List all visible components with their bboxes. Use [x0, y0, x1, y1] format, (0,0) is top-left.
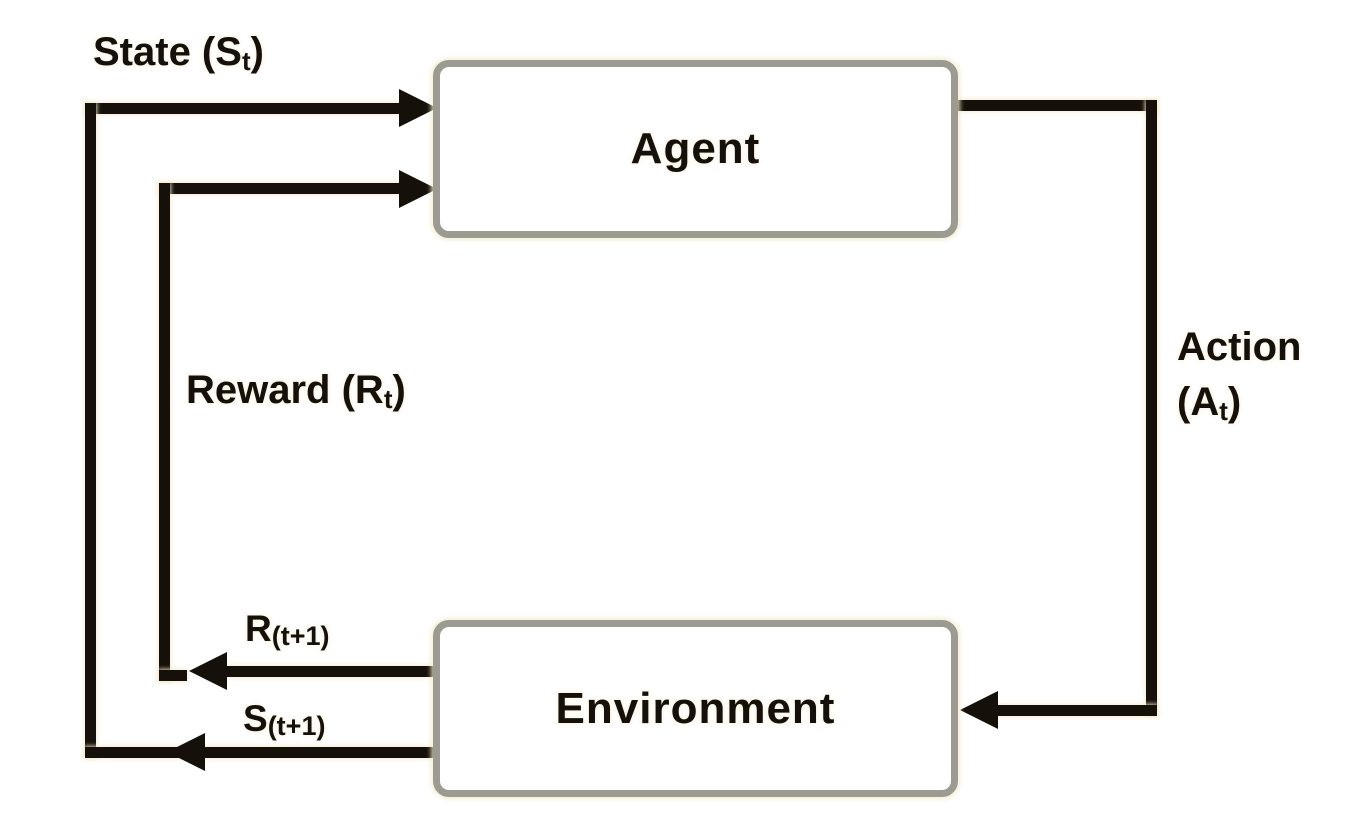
state-next-label: S(t+1)	[243, 698, 325, 742]
reward-loop-vertical-line	[159, 183, 170, 681]
action-label-line2: (At)	[1177, 375, 1301, 439]
state-arrowhead-icon	[399, 89, 437, 127]
action-line-top	[951, 100, 1157, 111]
state-arrow-line	[85, 103, 405, 114]
agent-label: Agent	[630, 124, 761, 173]
reward-arrow-line	[159, 183, 405, 194]
reward-edge-label: Reward (Rt)	[186, 368, 406, 415]
action-edge-label: Action (At)	[1177, 320, 1301, 439]
reward-next-main: R	[245, 608, 272, 649]
action-label-line1: Action	[1177, 325, 1302, 369]
state-label-main: State (S	[93, 30, 242, 74]
state-next-arrowhead-icon	[167, 733, 205, 771]
reward-next-subscript: (t+1)	[271, 621, 330, 651]
state-label-close: )	[250, 30, 264, 74]
environment-label: Environment	[555, 683, 836, 733]
state-next-subscript: (t+1)	[267, 711, 326, 741]
action-label-close: )	[1227, 380, 1242, 424]
environment-node: Environment	[433, 620, 958, 797]
action-arrowhead-icon	[960, 691, 998, 729]
reward-next-arrowhead-icon	[189, 652, 227, 690]
reward-loop-elbow-foot	[159, 670, 187, 681]
reward-label-main: Reward (R	[186, 368, 384, 412]
state-next-main: S	[243, 698, 268, 739]
reward-label-close: )	[392, 368, 406, 412]
reward-label-subscript: t	[383, 384, 393, 414]
state-edge-label: State (St)	[93, 30, 264, 77]
state-loop-vertical-line	[85, 103, 96, 758]
reward-next-line	[225, 666, 433, 677]
action-label-subscript: t	[1219, 396, 1228, 426]
reward-next-label: R(t+1)	[245, 608, 330, 652]
state-label-subscript: t	[241, 46, 251, 76]
reward-arrowhead-icon	[399, 170, 437, 208]
state-next-line	[85, 747, 433, 758]
action-line-vertical	[1146, 100, 1157, 716]
action-line-bottom	[998, 705, 1157, 716]
agent-node: Agent	[433, 60, 958, 238]
action-label-open: (A	[1177, 380, 1220, 424]
